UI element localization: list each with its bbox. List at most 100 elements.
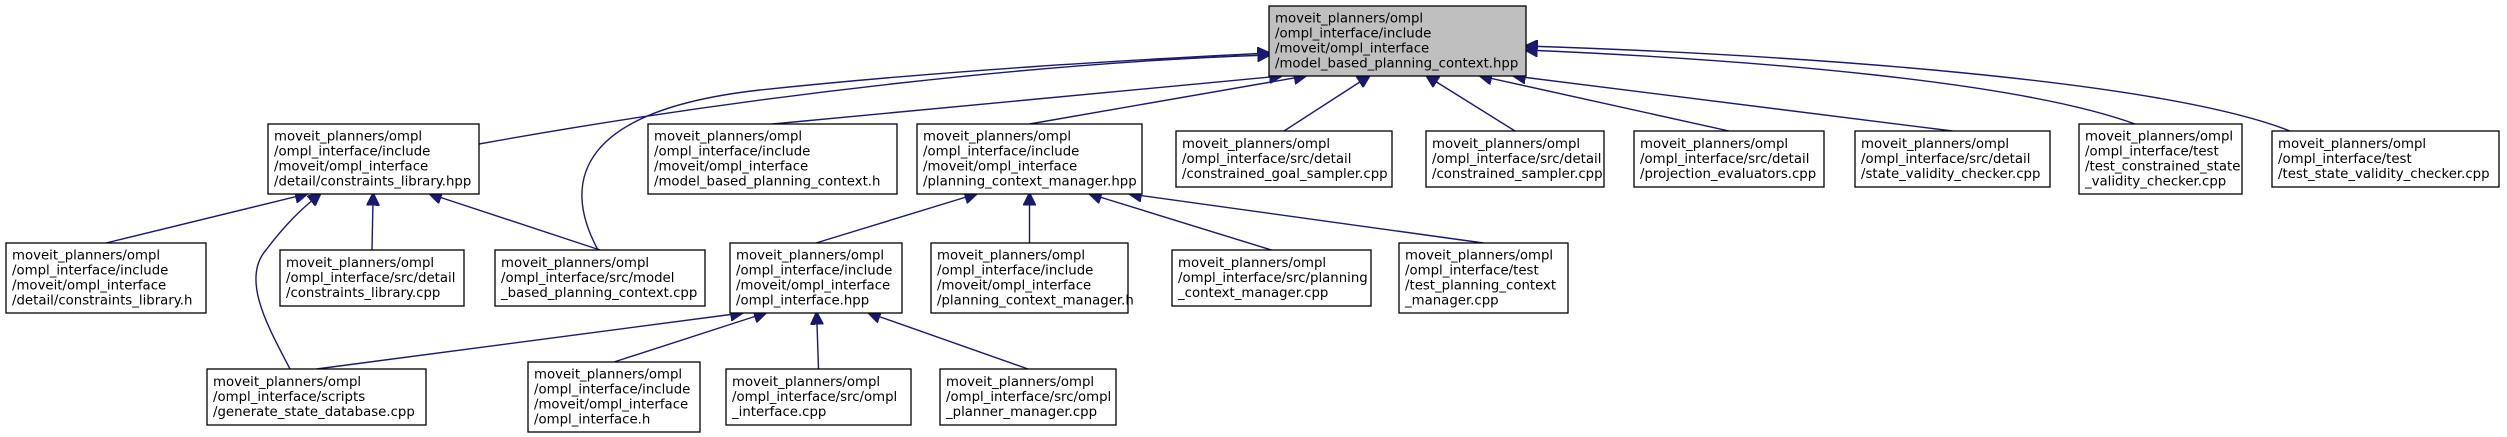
node-box — [1171, 249, 1372, 307]
node-label-line: moveit_planners/ompl — [274, 130, 422, 145]
node-label-line: /state_validity_checker.cpp — [1861, 167, 2040, 182]
node-label-line: /test_state_validity_checker.cpp — [2278, 167, 2490, 182]
node-label-line: /ompl_interface/test — [2085, 145, 2219, 160]
node-box — [279, 249, 465, 307]
node-planning-context-manager-h[interactable]: moveit_planners/ompl/ompl_interface/incl… — [930, 242, 1134, 314]
node-label-line: /moveit/ompl_interface — [736, 279, 890, 294]
node-label-line: moveit_planners/ompl — [1640, 137, 1788, 152]
node-label-line: moveit_planners/ompl — [501, 256, 649, 271]
node-state-validity-checker-cpp[interactable]: moveit_planners/ompl/ompl_interface/src/… — [1854, 130, 2051, 188]
edge-constraints_library_cpp-to-constraints_library_hpp — [372, 194, 373, 251]
edge-line — [581, 53, 1269, 251]
node-label-line: _interface.cpp — [731, 405, 826, 420]
node-constraints-library-cpp[interactable]: moveit_planners/ompl/ompl_interface/src/… — [279, 249, 465, 307]
node-constrained-sampler-cpp[interactable]: moveit_planners/ompl/ompl_interface/src/… — [1425, 130, 1605, 188]
node-box — [729, 242, 903, 314]
node-label-line: /ompl_interface/src/detail — [286, 271, 455, 286]
node-test-state-validity-checker-cpp[interactable]: moveit_planners/ompl/ompl_interface/test… — [2271, 130, 2500, 188]
edge-line — [869, 313, 1029, 370]
edge-test_state_validity_checker_cpp-to-root — [1526, 46, 2291, 132]
edge-line — [1526, 46, 2291, 132]
node-label-line: /ompl_interface/include — [12, 264, 168, 279]
node-label-line: moveit_planners/ompl — [1182, 137, 1330, 152]
node-label-line: /moveit/ompl_interface — [937, 279, 1091, 294]
node-label-line: moveit_planners/ompl — [736, 249, 884, 264]
edge-line — [1480, 76, 1730, 132]
node-label-line: /moveit/ompl_interface — [274, 160, 428, 175]
node-box — [1175, 130, 1393, 188]
node-label-line: /ompl_interface/test — [1405, 264, 1539, 279]
node-ompl-interface-h[interactable]: moveit_planners/ompl/ompl_interface/incl… — [527, 361, 701, 433]
nodes-layer: moveit_planners/ompl/ompl_interface/incl… — [5, 5, 2500, 433]
node-label-line: /moveit/ompl_interface — [534, 398, 688, 413]
node-label-line: /ompl_interface/include — [274, 145, 430, 160]
node-test-planning-context-manager-cpp[interactable]: moveit_planners/ompl/ompl_interface/test… — [1398, 242, 1569, 314]
node-label-line: moveit_planners/ompl — [923, 130, 1071, 145]
node-generate-state-database-cpp[interactable]: moveit_planners/ompl/ompl_interface/scri… — [206, 368, 427, 426]
edge-line — [1130, 194, 1484, 244]
node-label-line: _based_planning_context.cpp — [500, 286, 697, 301]
edge-model_based_planning_context_cpp-to-root — [581, 53, 1269, 251]
node-label-line: moveit_planners/ompl — [213, 375, 361, 390]
node-test-constrained-state-validity-checker-cpp[interactable]: moveit_planners/ompl/ompl_interface/test… — [2078, 123, 2243, 195]
node-label-line: /generate_state_database.cpp — [213, 405, 415, 420]
edge-line — [815, 194, 976, 244]
node-label-line: moveit_planners/ompl — [534, 368, 682, 383]
node-label-line: /detail/constraints_library.hpp — [274, 175, 471, 190]
node-label-line: /projection_evaluators.cpp — [1640, 167, 1816, 182]
node-label-line: moveit_planners/ompl — [1861, 137, 2009, 152]
edge-line — [430, 194, 601, 251]
node-planning-context-manager-hpp[interactable]: moveit_planners/ompl/ompl_interface/incl… — [916, 123, 1143, 195]
node-box — [5, 242, 207, 314]
node-box — [1425, 130, 1605, 188]
node-box — [494, 249, 706, 307]
node-label-line: moveit_planners/ompl — [1432, 137, 1580, 152]
node-label-line: moveit_planners/ompl — [12, 249, 160, 264]
node-ompl-interface-cpp[interactable]: moveit_planners/ompl/ompl_interface/src/… — [725, 368, 912, 426]
node-model-based-planning-context-h[interactable]: moveit_planners/ompl/ompl_interface/incl… — [647, 123, 898, 195]
node-label-line: /ompl_interface/include — [923, 145, 1079, 160]
node-label-line: moveit_planners/ompl — [1178, 256, 1326, 271]
edge-line — [1090, 194, 1272, 251]
node-label-line: _context_manager.cpp — [1177, 286, 1328, 301]
node-label-line: /ompl_interface/src/detail — [1861, 152, 2030, 167]
node-label-line: /moveit/ompl_interface — [12, 279, 166, 294]
edge-constraints_library_h-to-constraints_library_hpp — [105, 194, 307, 244]
edge-line — [1283, 76, 1369, 132]
node-constraints-library-hpp[interactable]: moveit_planners/ompl/ompl_interface/incl… — [267, 123, 480, 195]
edge-line — [372, 194, 373, 251]
edge-test_constrained_state_validity_checker_cpp-to-root — [1526, 50, 2136, 125]
edge-line — [613, 313, 766, 363]
node-box — [2271, 130, 2500, 188]
node-label-line: /constraints_library.cpp — [286, 286, 440, 301]
node-ompl-interface-hpp[interactable]: moveit_planners/ompl/ompl_interface/incl… — [729, 242, 903, 314]
node-model-based-planning-context-cpp[interactable]: moveit_planners/ompl/ompl_interface/src/… — [494, 249, 706, 307]
edge-ompl_interface_h-to-ompl_interface_hpp — [613, 313, 766, 363]
node-label-line: /ompl_interface/src/detail — [1432, 152, 1601, 167]
node-planning-context-manager-cpp[interactable]: moveit_planners/ompl/ompl_interface/src/… — [1171, 249, 1372, 307]
node-box — [930, 242, 1129, 314]
node-box — [206, 368, 427, 426]
node-ompl-planner-manager-cpp[interactable]: moveit_planners/ompl/ompl_interface/src/… — [939, 368, 1117, 426]
node-label-line: /model_based_planning_context.h — [654, 175, 880, 190]
node-label-line: /constrained_sampler.cpp — [1432, 167, 1603, 182]
node-box — [267, 123, 480, 195]
node-constrained-goal-sampler-cpp[interactable]: moveit_planners/ompl/ompl_interface/src/… — [1175, 130, 1393, 188]
edge-line — [105, 194, 307, 244]
node-constraints-library-h[interactable]: moveit_planners/ompl/ompl_interface/incl… — [5, 242, 207, 314]
edge-planning_context_manager_cpp-to-planning_context_manager_hpp — [1090, 194, 1272, 251]
node-label-line: /ompl_interface/src/model — [501, 271, 674, 286]
node-box — [2078, 123, 2243, 195]
node-box — [1854, 130, 2051, 188]
node-box — [939, 368, 1117, 426]
edge-ompl_interface_hpp-to-planning_context_manager_hpp — [815, 194, 976, 244]
edge-ompl_interface_cpp-to-ompl_interface_hpp — [817, 313, 819, 370]
edge-line — [1514, 76, 1953, 132]
edge-line — [478, 55, 1269, 145]
edge-planning_context_manager_hpp-to-root — [1029, 76, 1306, 125]
node-label-line: moveit_planners/ompl — [654, 130, 802, 145]
node-box — [725, 368, 912, 426]
node-projection-evaluators-cpp[interactable]: moveit_planners/ompl/ompl_interface/src/… — [1633, 130, 1825, 188]
edge-line — [1427, 76, 1516, 132]
